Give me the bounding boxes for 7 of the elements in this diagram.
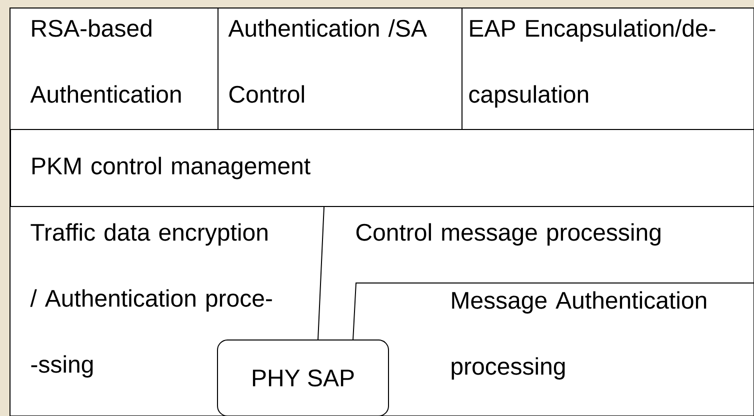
cell-text: RSA-based Authentication (30, 19, 181, 103)
cell-text: Authentication /SA Control (228, 19, 427, 103)
cell-text: Control message processing (356, 223, 660, 246)
rounded-box: PHY SAP (217, 340, 389, 416)
connector-line (318, 206, 324, 340)
cell-text: EAP Encapsulation/de- capsulation (469, 19, 716, 108)
table-row: PKM control management (10, 129, 754, 207)
